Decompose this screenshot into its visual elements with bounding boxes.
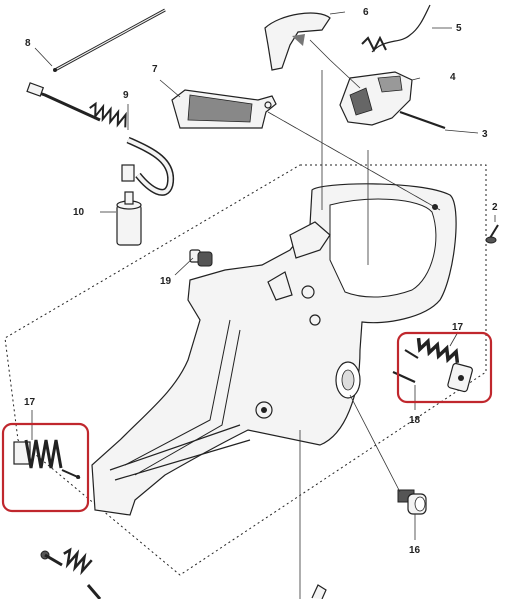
callout-17-right: 17	[452, 322, 464, 333]
part-4-throttle-lock	[339, 71, 413, 126]
bottom-cable-fragment	[40, 547, 102, 599]
part-9-cable	[26, 82, 175, 196]
part-6-trigger	[264, 12, 331, 71]
part-5-spring	[361, 4, 431, 53]
callout-5: 5	[456, 23, 462, 34]
part-7-bracket	[171, 89, 277, 129]
bottom-part-fragment	[311, 584, 327, 599]
leader-lines	[31, 11, 496, 599]
part-16-fitting	[397, 489, 427, 515]
callout-9: 9	[123, 90, 129, 101]
part-3-pin	[399, 110, 446, 130]
callout-10: 10	[73, 207, 85, 218]
callout-16: 16	[409, 545, 421, 556]
callout-6: 6	[363, 7, 369, 18]
rear-handle-body	[91, 183, 457, 516]
highlight-box-left	[1, 422, 90, 513]
part-2-screw	[485, 224, 499, 244]
highlight-box-right	[396, 331, 493, 404]
callout-7: 7	[152, 64, 158, 75]
callout-17-left: 17	[24, 397, 36, 408]
callout-19: 19	[160, 276, 172, 287]
callout-8: 8	[25, 38, 31, 49]
part-8-rod	[53, 8, 166, 72]
spring-9	[89, 101, 127, 128]
callout-2: 2	[492, 202, 498, 213]
callout-4: 4	[450, 72, 456, 83]
part-10-filter	[116, 191, 142, 246]
callout-3: 3	[482, 129, 488, 140]
part-19-bushing	[189, 249, 213, 267]
part-17-spring-left	[13, 439, 81, 479]
part-17-spring-right	[404, 337, 473, 393]
part-18-pin	[392, 370, 416, 384]
callout-18: 18	[409, 415, 421, 426]
assembly-boundary	[4, 164, 487, 576]
